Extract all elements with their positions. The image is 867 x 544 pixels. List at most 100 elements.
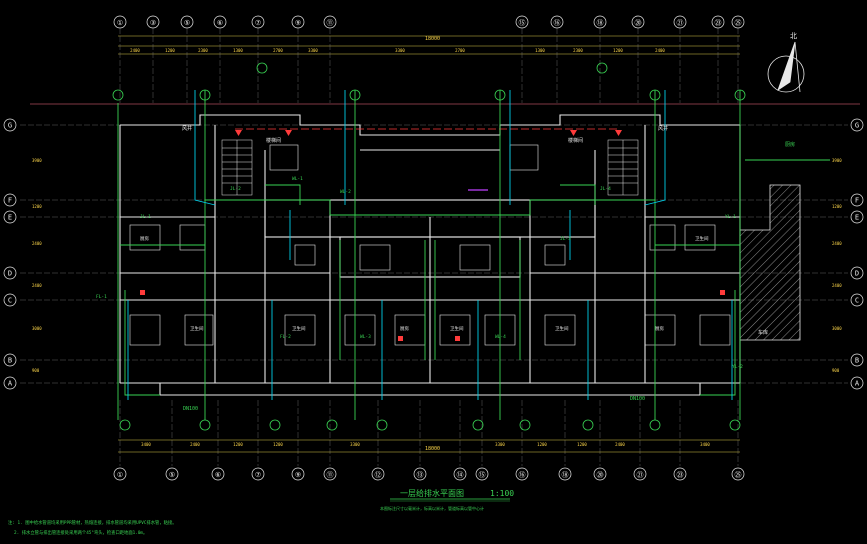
- dimension-label: 900: [32, 368, 40, 373]
- axis-bubble-bottom: ⑥: [211, 467, 225, 481]
- axis-label: ⑤: [169, 471, 175, 479]
- axis-bubble-bottom: ①: [113, 467, 127, 481]
- dimension-label: 3300: [495, 442, 505, 447]
- axis-label: D: [8, 270, 12, 278]
- axis-bubble-left: E: [3, 210, 17, 224]
- pipe-tag: JL-1: [140, 214, 151, 220]
- axis-label: ⑯: [554, 19, 561, 27]
- dimension-label: 1200: [577, 442, 587, 447]
- pipe-riser-bubble: [519, 419, 531, 431]
- water-supply-pipes: [117, 90, 830, 420]
- pipe-tag: WL-1: [292, 176, 303, 182]
- axis-label: C: [8, 297, 12, 305]
- dimension-label: 1200: [32, 204, 42, 209]
- dimension-label: 3400: [141, 442, 151, 447]
- dimension-label: 3300: [350, 442, 360, 447]
- axis-bubble-left: G: [3, 118, 17, 132]
- room-code: 卫生间: [555, 325, 569, 332]
- horizontal-grid-lines: [20, 124, 848, 384]
- room-area-label: 厨房: [785, 141, 795, 148]
- dimension-label: 2400: [32, 283, 42, 288]
- axis-label: ⑯: [519, 471, 526, 479]
- top-dimension-band: [30, 35, 860, 105]
- axis-label: ⑮: [479, 471, 486, 479]
- overall-dimension-top: 18000: [425, 36, 440, 42]
- axis-bubble-right: B: [850, 353, 864, 367]
- note-line-2: 2. 排水立管与排出管连接处采用两个45°弯头，检查口距地面1.0m。: [14, 529, 147, 536]
- pipe-riser-bubble: [494, 89, 506, 101]
- dimension-label: 2400: [130, 48, 140, 53]
- axis-bubble-top: ⑳: [631, 15, 645, 29]
- pipe-riser-bubble: [376, 419, 388, 431]
- stair-right: [607, 139, 639, 196]
- fire-fixtures: [140, 130, 725, 341]
- pipe-tag: JL-4: [600, 186, 611, 192]
- room-code: 卫生间: [450, 325, 464, 332]
- axis-label: B: [855, 357, 859, 365]
- axis-bubble-bottom: ⑯: [515, 467, 529, 481]
- pipe-tag: JL-3: [560, 236, 571, 242]
- axis-label: ⑱: [562, 471, 569, 479]
- axis-label: ⑳: [635, 19, 642, 27]
- axis-bubble-top: ⑨: [291, 15, 305, 29]
- axis-bubble-bottom: ㉕: [731, 467, 745, 481]
- axis-bubble-bottom: ㉑: [633, 467, 647, 481]
- axis-bubble-top: ⑦: [251, 15, 265, 29]
- pipe-riser-bubble: [199, 89, 211, 101]
- room-code: 厨房: [655, 325, 664, 332]
- pipe-riser-bubble: [649, 419, 661, 431]
- dimension-label: 1200: [832, 204, 842, 209]
- axis-bubble-bottom: ⑪: [323, 467, 337, 481]
- pipe-tag: FL-2: [280, 334, 291, 340]
- axis-label: ⑱: [597, 19, 604, 27]
- dimension-label: 2700: [273, 48, 283, 53]
- dimension-label: 2400: [615, 442, 625, 447]
- axis-label: ⑦: [255, 471, 261, 479]
- pipe-tag: WL-4: [495, 334, 506, 340]
- axis-bubble-top: ⑱: [593, 15, 607, 29]
- axis-label: A: [8, 380, 13, 388]
- axis-bubble-left: A: [3, 376, 17, 390]
- dimension-label: 1300: [535, 48, 545, 53]
- axis-bubble-right: C: [850, 293, 864, 307]
- dimension-label: 3900: [32, 158, 42, 163]
- axis-label: ⑭: [457, 471, 464, 479]
- axis-bubble-top: ⑪: [323, 15, 337, 29]
- dimension-label: 1200: [613, 48, 623, 53]
- overall-dimension-bottom: 18000: [425, 446, 440, 452]
- pipe-riser-bubble: [119, 419, 131, 431]
- axis-bubble-bottom: ⑬: [413, 467, 427, 481]
- pipe-riser-bubble: [199, 419, 211, 431]
- axis-label: ⑫: [375, 471, 382, 479]
- dimension-label: 2300: [198, 48, 208, 53]
- drawing-subtitle: 本图标注尺寸以毫米计，标高以米计，管道标高以管中心计: [380, 505, 484, 511]
- pipe-tag: YL-1: [725, 214, 736, 220]
- axis-bubble-left: B: [3, 353, 17, 367]
- axis-label: ⑤: [184, 19, 190, 27]
- shaft-left-label: 风井: [182, 125, 192, 132]
- svg-text:北: 北: [790, 32, 797, 40]
- dimension-label: 3000: [832, 326, 842, 331]
- pipe-riser-bubble: [734, 89, 746, 101]
- axis-label: ①: [117, 19, 123, 27]
- axis-label: ⑨: [295, 19, 301, 27]
- dimension-label: 2400: [32, 241, 42, 246]
- garage-label: 车库: [758, 329, 768, 336]
- axis-label: ㉑: [637, 471, 644, 479]
- bottom-dimension-band: [118, 439, 740, 453]
- dimension-label: 1200: [537, 442, 547, 447]
- pipe-riser-bubble: [472, 419, 484, 431]
- stair-left-label: 楼梯间: [266, 137, 281, 144]
- dimension-label: 1300: [233, 48, 243, 53]
- axis-label: ㉓: [677, 471, 684, 479]
- axis-label: ⑥: [217, 19, 223, 27]
- axis-label: F: [855, 197, 859, 205]
- axis-bubble-right: G: [850, 118, 864, 132]
- dimension-label: 3000: [32, 326, 42, 331]
- axis-bubble-top: ㉓: [711, 15, 725, 29]
